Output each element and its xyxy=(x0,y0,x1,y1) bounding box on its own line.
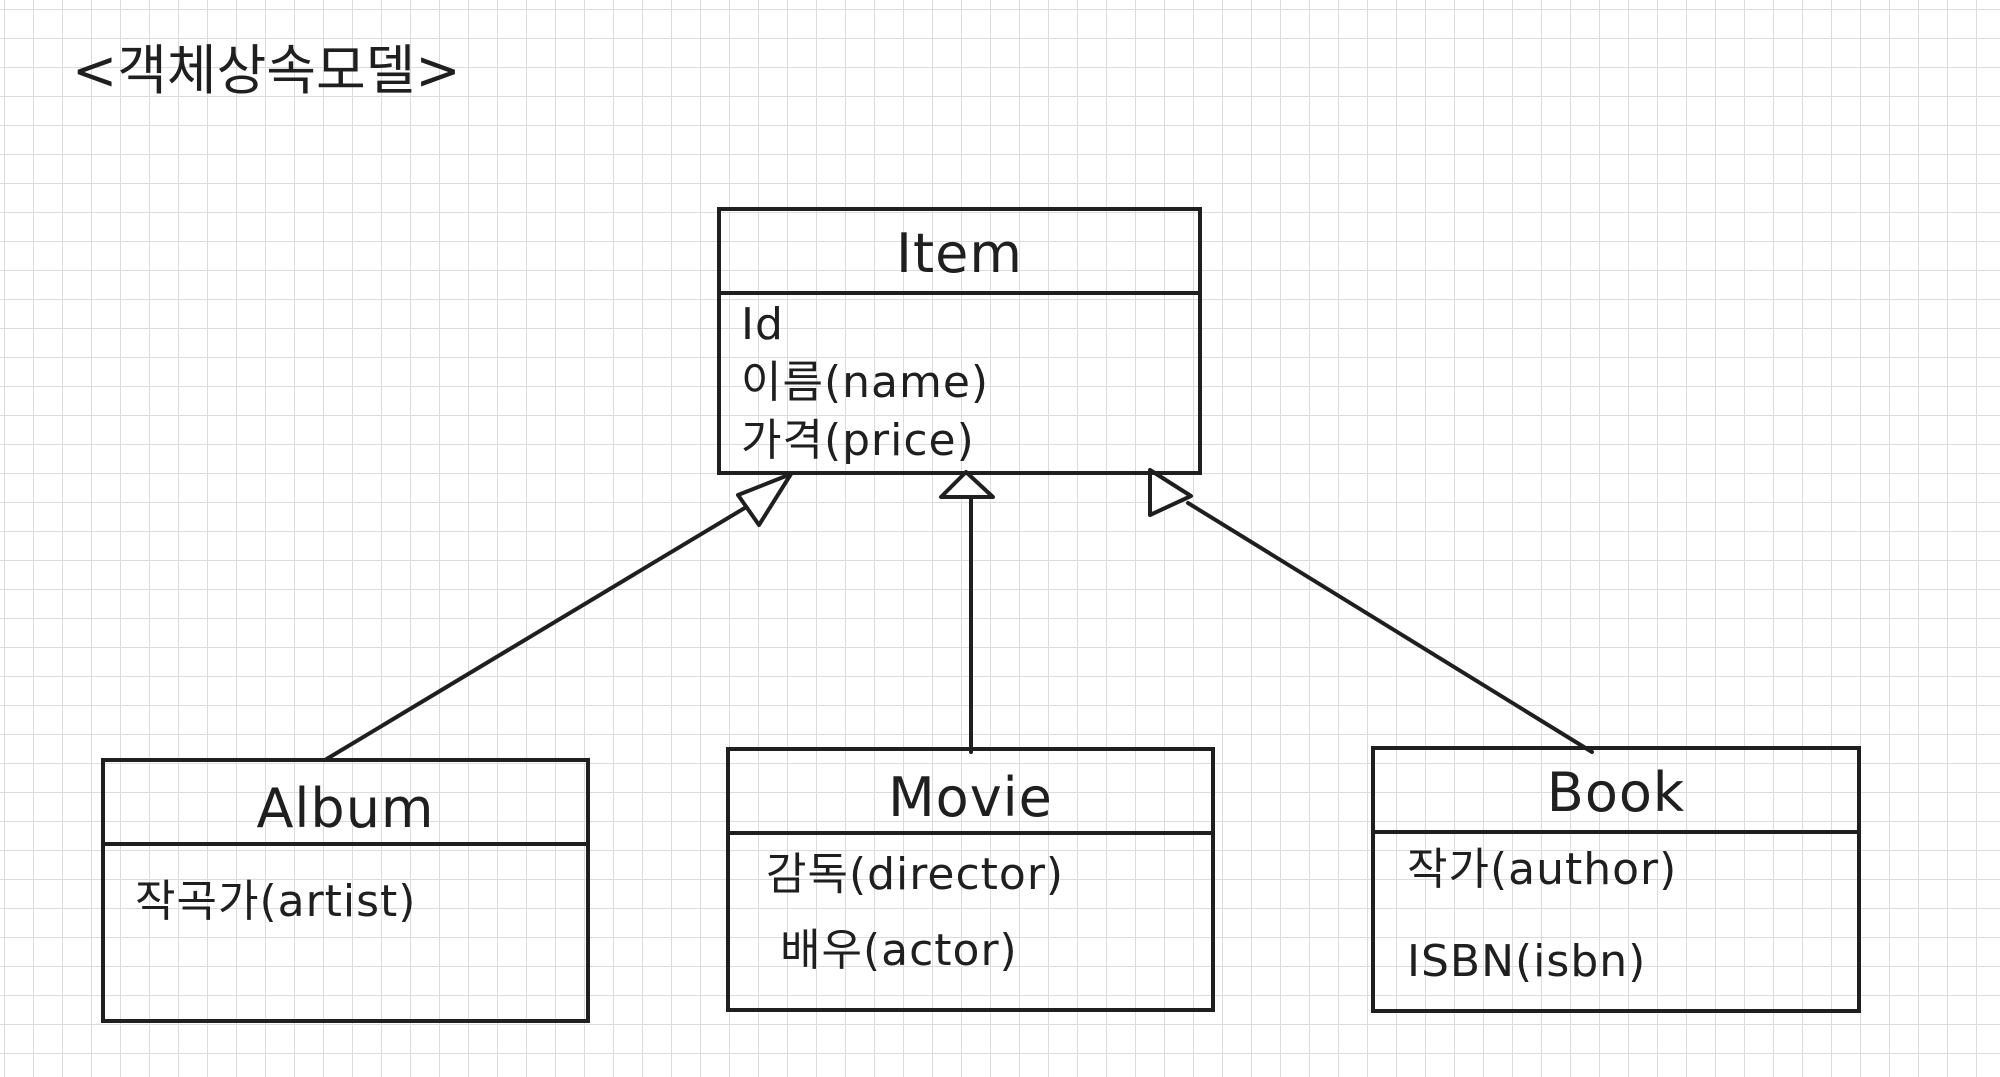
movie-inheritance-arrowhead xyxy=(939,470,995,499)
attribute-movie-actor: 배우(actor) xyxy=(780,925,1018,976)
class-box-book: Book 작가(author) ISBN(isbn) xyxy=(1371,746,1861,1013)
attribute-list-album: 작곡가(artist) xyxy=(105,846,586,1019)
attribute-item-name: 이름(name) xyxy=(741,357,990,408)
album-to-item-generalization xyxy=(323,472,793,762)
album-inheritance-line xyxy=(323,504,750,762)
attribute-book-author: 작가(author) xyxy=(1407,844,1678,895)
attribute-list-movie: 감독(director) 배우(actor) xyxy=(730,835,1211,1008)
attribute-item-id: Id xyxy=(741,299,784,350)
class-name-book: Book xyxy=(1375,750,1857,834)
attribute-list-book: 작가(author) ISBN(isbn) xyxy=(1375,834,1857,1009)
class-box-item: Item Id 이름(name) 가격(price) xyxy=(717,207,1202,475)
attribute-movie-director: 감독(director) xyxy=(766,849,1065,900)
attribute-list-item: Id 이름(name) 가격(price) xyxy=(721,295,1198,471)
diagram-title: <객체상속모델> xyxy=(72,39,461,102)
book-to-item-generalization xyxy=(1148,468,1594,754)
attribute-book-isbn: ISBN(isbn) xyxy=(1407,936,1647,987)
attribute-item-price: 가격(price) xyxy=(741,415,975,466)
attribute-album-artist: 작곡가(artist) xyxy=(135,876,417,927)
movie-to-item-generalization xyxy=(939,470,995,754)
book-inheritance-line xyxy=(1186,501,1594,754)
class-box-movie: Movie 감독(director) 배우(actor) xyxy=(726,747,1215,1012)
book-inheritance-arrowhead xyxy=(1148,468,1193,517)
class-name-item: Item xyxy=(721,211,1198,295)
album-inheritance-arrowhead xyxy=(736,472,793,527)
class-box-album: Album 작곡가(artist) xyxy=(101,758,590,1023)
class-name-movie: Movie xyxy=(730,751,1211,835)
class-name-album: Album xyxy=(105,762,586,846)
